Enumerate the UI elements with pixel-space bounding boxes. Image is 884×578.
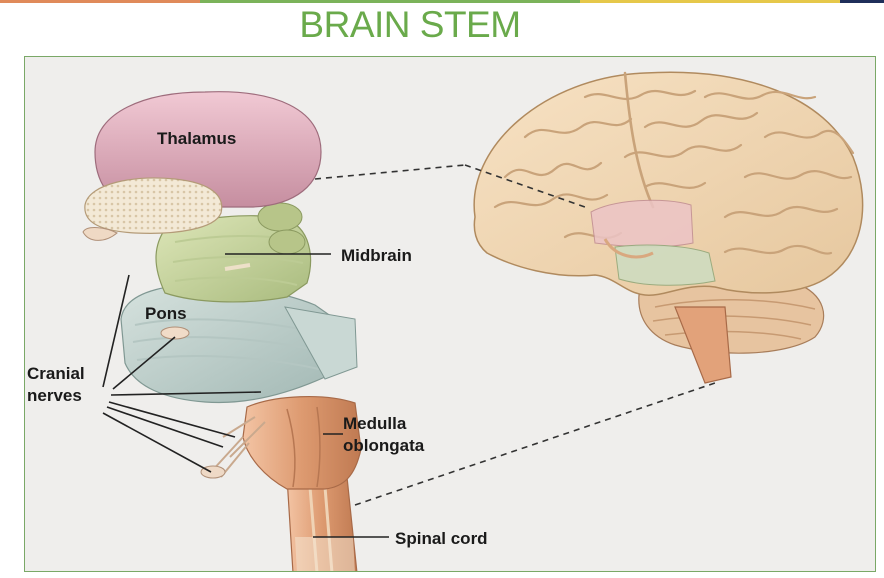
label-pons: Pons	[145, 304, 187, 323]
pons-shape	[120, 283, 358, 404]
label-midbrain: Midbrain	[341, 246, 412, 265]
label-medulla-line2: oblongata	[343, 436, 425, 455]
dashed-connectors	[314, 164, 716, 506]
page-title: BRAIN STEM	[299, 4, 521, 45]
thalamus-shape	[82, 91, 322, 241]
brain-stem-figure: Thalamus Midbrain Pons Cranial nerves Me…	[24, 56, 876, 572]
whole-brain-illustration	[473, 71, 864, 384]
cranial-nerve-roots	[200, 416, 266, 479]
spinal-cord-shape	[286, 476, 358, 571]
label-cranial-nerves-line2: nerves	[27, 386, 82, 405]
label-spinal-cord: Spinal cord	[395, 529, 488, 548]
label-thalamus: Thalamus	[157, 129, 236, 148]
midbrain-shape	[155, 202, 312, 303]
medulla-shape	[242, 396, 362, 490]
label-cranial-nerves-line1: Cranial	[27, 364, 85, 383]
brain-stem-illustration: Thalamus Midbrain Pons Cranial nerves Me…	[27, 71, 864, 571]
pointer-lines	[102, 253, 389, 538]
label-medulla-line1: Medulla	[343, 414, 407, 433]
top-accent-bar	[0, 0, 884, 3]
